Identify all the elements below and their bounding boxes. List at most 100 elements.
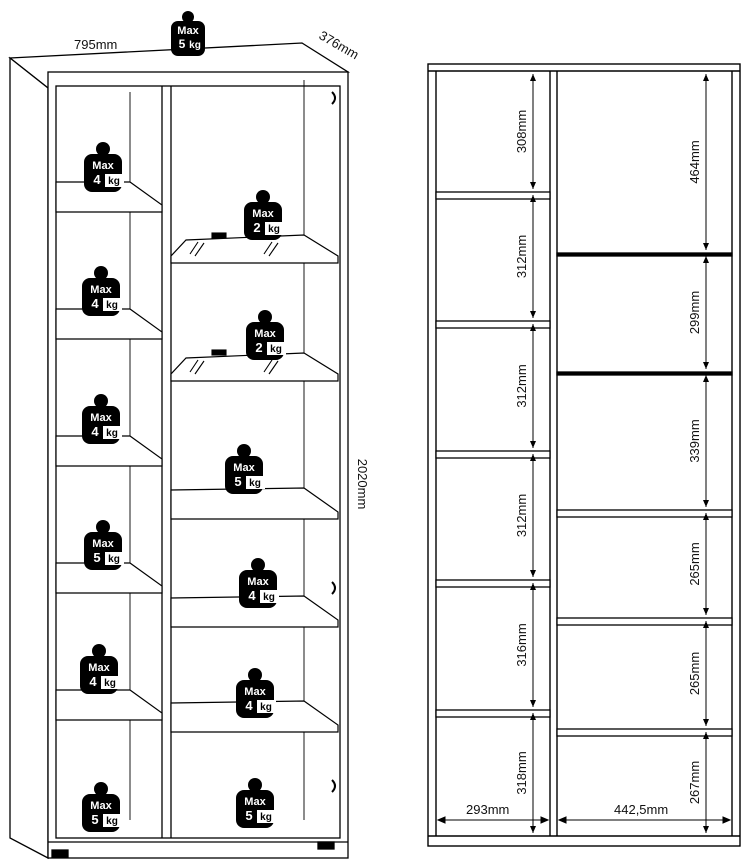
weight-max-label: Max	[233, 462, 255, 474]
weight-max-label: Max	[90, 284, 112, 296]
dimension-label: 312mm	[514, 494, 529, 537]
dimension-label: 339mm	[687, 419, 702, 462]
weight-knob-icon	[92, 644, 106, 658]
weight-value: 5	[234, 474, 241, 489]
side-dimensions: 308mm312mm312mm312mm316mm318mm464mm299mm…	[514, 74, 709, 833]
weight-value: 5	[245, 808, 252, 823]
weight-unit-tag	[257, 700, 276, 713]
weight-knob-icon	[96, 520, 110, 534]
weight-knob-icon	[248, 668, 262, 682]
weight-value: 5	[91, 812, 98, 827]
left-compartment-dimension: 316mm	[514, 583, 536, 707]
front-right-shelves	[170, 234, 339, 733]
weight-unit-tag	[265, 222, 284, 235]
weight-unit: kg	[263, 592, 275, 603]
weight-max-label: Max	[244, 796, 266, 808]
weight-knob-icon	[251, 558, 265, 572]
top-weight-badge: Max 5 kg	[171, 11, 205, 56]
side-left-shelf	[435, 709, 551, 718]
svg-text:kg: kg	[189, 40, 201, 51]
side-right-shelf	[556, 728, 733, 737]
weight-unit: kg	[106, 816, 118, 827]
weight-value: 5	[93, 550, 100, 565]
right-compartment-dimension: 464mm	[687, 74, 709, 250]
weight-unit-tag	[105, 552, 124, 565]
side-shelves	[435, 191, 733, 737]
weight-value: 4	[248, 588, 256, 603]
weight-max-label: Max	[90, 800, 112, 812]
weight-max-label: Max	[247, 576, 269, 588]
weight-max-label: Max	[92, 538, 114, 550]
weight-unit-tag	[257, 810, 276, 823]
weight-value: 4	[91, 424, 99, 439]
svg-text:Max: Max	[177, 25, 199, 37]
dimension-label: 312mm	[514, 364, 529, 407]
weight-knob-icon	[96, 142, 110, 156]
weight-max-label: Max	[254, 328, 276, 340]
svg-text:5: 5	[179, 37, 186, 51]
dimension-label: 267mm	[687, 761, 702, 804]
dimension-label: 312mm	[514, 235, 529, 278]
weight-knob-icon	[94, 266, 108, 280]
weight-unit: kg	[268, 224, 280, 235]
weight-knob-icon	[237, 444, 251, 458]
weight-knob-icon	[248, 778, 262, 792]
left-compartment-dimension: 312mm	[514, 454, 536, 577]
cabinet-left-side	[9, 56, 49, 860]
left-width-label: 293mm	[466, 802, 509, 817]
weight-max-label: Max	[90, 412, 112, 424]
left-compartment-dimension: 308mm	[514, 74, 536, 189]
weight-unit: kg	[108, 176, 120, 187]
weight-unit-tag	[103, 426, 122, 439]
right-compartment-dimension: 267mm	[687, 732, 709, 833]
weight-max-label: Max	[252, 208, 274, 220]
weight-value: 2	[255, 340, 262, 355]
weight-unit-tag	[103, 814, 122, 827]
weight-unit: kg	[104, 678, 116, 689]
side-left-shelf	[435, 320, 551, 329]
right-compartment-dimension: 339mm	[687, 375, 709, 507]
height-label: 2020mm	[355, 459, 370, 510]
weight-value: 2	[253, 220, 260, 235]
weight-value: 4	[93, 172, 101, 187]
dimension-label: 318mm	[514, 751, 529, 794]
right-width-label: 442,5mm	[614, 802, 668, 817]
side-left-shelf	[435, 579, 551, 588]
weight-knob-icon	[94, 782, 108, 796]
front-left-shelves	[55, 181, 163, 721]
left-compartment-dimension: 318mm	[514, 713, 536, 833]
weight-value: 4	[245, 698, 253, 713]
weight-unit: kg	[108, 554, 120, 565]
right-compartment-dimension: 265mm	[687, 513, 709, 615]
dimension-label: 265mm	[687, 542, 702, 585]
weight-unit-tag	[105, 174, 124, 187]
dimension-label: 265mm	[687, 652, 702, 695]
side-right-shelf	[556, 617, 733, 626]
weight-unit-tag	[260, 590, 279, 603]
weight-value: 4	[91, 296, 99, 311]
side-right-shelf	[556, 252, 733, 257]
dimension-label: 316mm	[514, 623, 529, 666]
weight-unit: kg	[270, 344, 282, 355]
weight-knob-icon	[258, 310, 272, 324]
right-compartment-dimension: 265mm	[687, 621, 709, 726]
left-compartment-dimension: 312mm	[514, 195, 536, 318]
weight-unit: kg	[249, 478, 261, 489]
weight-unit-tag	[103, 298, 122, 311]
weight-unit-tag	[101, 676, 120, 689]
side-right-shelf	[556, 371, 733, 376]
weight-unit: kg	[106, 428, 118, 439]
weight-unit: kg	[106, 300, 118, 311]
weight-unit-tag	[267, 342, 286, 355]
